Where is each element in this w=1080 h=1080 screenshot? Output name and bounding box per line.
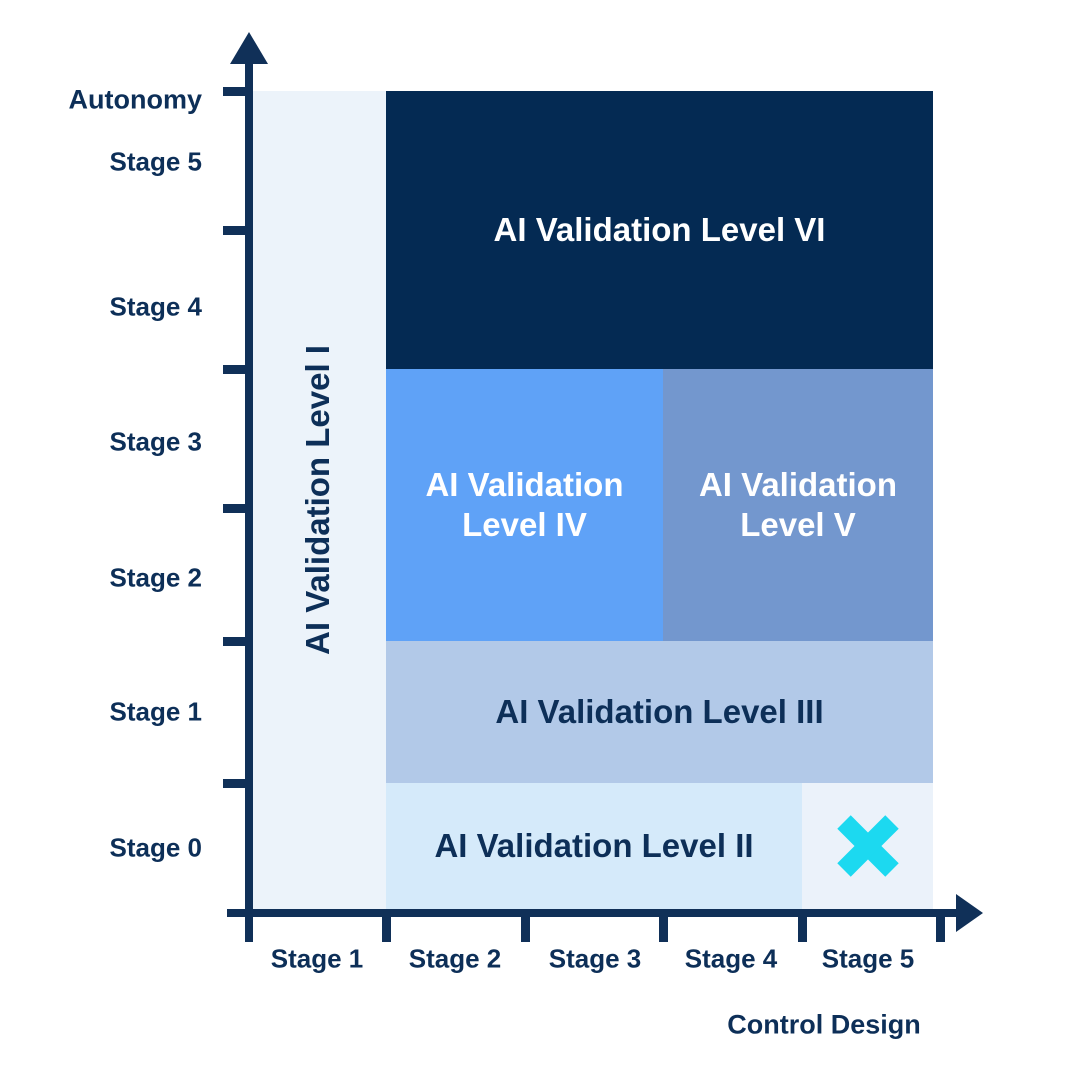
region-label-level-4-line1: AI Validation — [425, 466, 624, 503]
x-axis-label-stage-4: Stage 4 — [684, 943, 778, 974]
region-ai-validation-level-4: AI Validation Level IV — [386, 369, 663, 641]
x-axis-tick — [521, 911, 530, 942]
y-axis-label-stage-3: Stage 3 — [109, 426, 203, 457]
region-ai-validation-level-6: AI Validation Level VI — [386, 91, 933, 369]
region-label-level-5-line2: Level V — [740, 506, 856, 543]
y-axis-label-stage-0: Stage 0 — [109, 832, 203, 863]
region-ai-validation-level-1: AI Validation Level I — [249, 91, 386, 909]
region-label-level-3: AI Validation Level III — [495, 693, 824, 730]
y-axis-title: Autonomy — [68, 84, 202, 115]
x-axis-label-stage-2: Stage 2 — [408, 943, 502, 974]
x-axis-label-stage-5: Stage 5 — [821, 943, 915, 974]
region-label-level-2: AI Validation Level II — [434, 827, 754, 864]
y-axis-tick — [223, 504, 253, 513]
x-axis-arrow-icon — [956, 894, 983, 932]
region-label-level-6: AI Validation Level VI — [493, 211, 826, 248]
y-axis-label-stage-2: Stage 2 — [109, 562, 203, 593]
x-axis-label-stage-3: Stage 3 — [548, 943, 642, 974]
y-axis-label-stage-5: Stage 5 — [109, 146, 203, 177]
region-ai-validation-level-2: AI Validation Level II — [386, 783, 802, 909]
y-axis-label-stage-4: Stage 4 — [109, 291, 203, 322]
y-axis-tick — [223, 637, 253, 646]
x-axis-label-stage-1: Stage 1 — [270, 943, 364, 974]
y-axis-tick — [223, 365, 253, 374]
x-axis-line — [227, 909, 960, 917]
y-axis-line — [245, 42, 253, 942]
x-axis-tick — [659, 911, 668, 942]
x-axis-tick — [798, 911, 807, 942]
region-label-level-1: AI Validation Level I — [298, 345, 336, 655]
region-label-level-5-line1: AI Validation — [698, 466, 898, 503]
x-mark-icon — [836, 815, 899, 877]
region-label-level-4-line2: Level IV — [462, 506, 587, 543]
y-axis-tick — [223, 87, 253, 96]
y-axis-tick — [223, 779, 253, 788]
region-excluded-cell — [802, 783, 933, 909]
region-ai-validation-level-3: AI Validation Level III — [386, 641, 933, 783]
y-axis-label-stage-1: Stage 1 — [109, 696, 203, 727]
y-axis-tick — [223, 226, 253, 235]
y-axis-arrow-icon — [230, 32, 268, 64]
x-axis-title: Control Design — [727, 1009, 921, 1040]
region-ai-validation-level-5: AI Validation Level V — [663, 369, 933, 641]
x-axis-tick — [382, 911, 391, 942]
x-axis-tick — [936, 911, 945, 942]
